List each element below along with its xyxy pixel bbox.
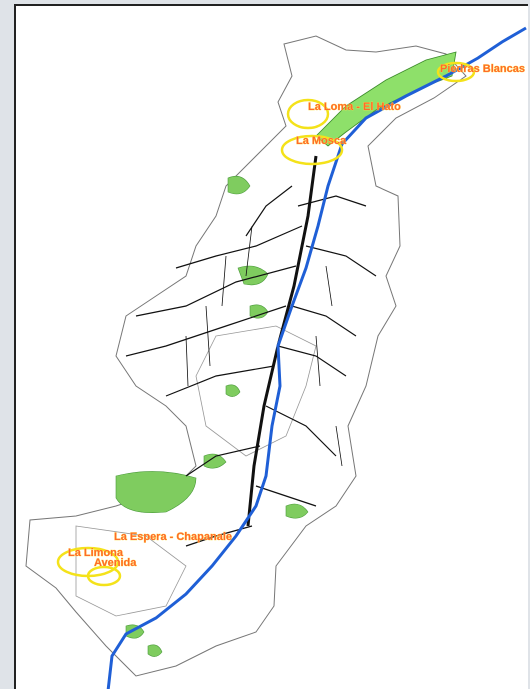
label-avenida: Avenida bbox=[94, 557, 137, 569]
label-piedras-blancas: Piedras Blancas bbox=[440, 63, 525, 75]
protected-area bbox=[315, 51, 457, 147]
river bbox=[106, 26, 527, 689]
label-la-loma-el-hato: La Loma - El Hato bbox=[308, 101, 401, 113]
map-frame: Piedras Blancas La Loma - El Hato La Mos… bbox=[14, 4, 528, 689]
region-boundary bbox=[25, 35, 467, 677]
label-la-espera-chapanale: La Espera - Chapanale bbox=[114, 531, 232, 543]
label-la-limona: La Limona bbox=[68, 547, 124, 559]
green-zones bbox=[115, 175, 309, 657]
inner-boundary bbox=[75, 325, 317, 617]
label-la-mosca: La Mosca bbox=[296, 135, 347, 147]
map-canvas: Piedras Blancas La Loma - El Hato La Mos… bbox=[25, 26, 527, 689]
site-outlines bbox=[56, 61, 476, 587]
